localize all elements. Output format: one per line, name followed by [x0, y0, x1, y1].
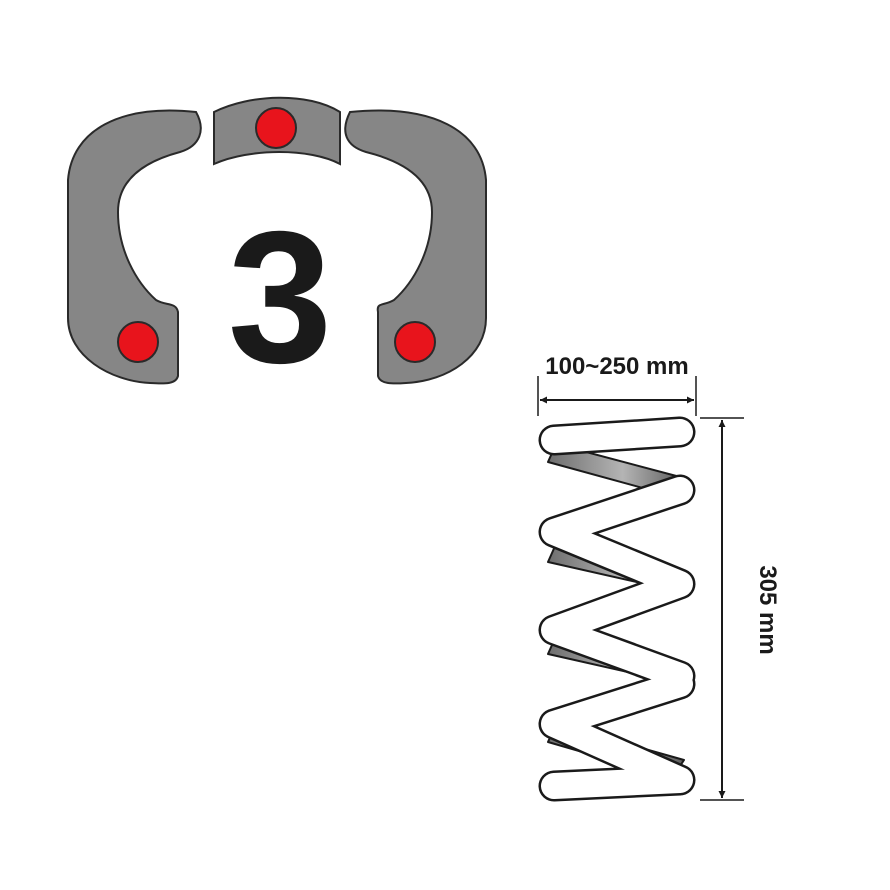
right-shoe	[344, 109, 487, 385]
height-dimension	[700, 417, 744, 801]
left-shoe	[67, 109, 202, 385]
plate-number: 3	[228, 192, 333, 402]
left-pin	[117, 321, 159, 363]
spring-fill	[541, 419, 693, 799]
compressor-plate: 3	[67, 96, 487, 402]
right-pin	[394, 321, 436, 363]
top-pin	[255, 107, 297, 149]
width-label: 100~250 mm	[545, 353, 688, 380]
height-label: 305 mm	[754, 565, 781, 654]
width-dimension	[537, 376, 697, 416]
coil-spring	[538, 416, 696, 802]
spring-front-coils	[538, 416, 696, 802]
